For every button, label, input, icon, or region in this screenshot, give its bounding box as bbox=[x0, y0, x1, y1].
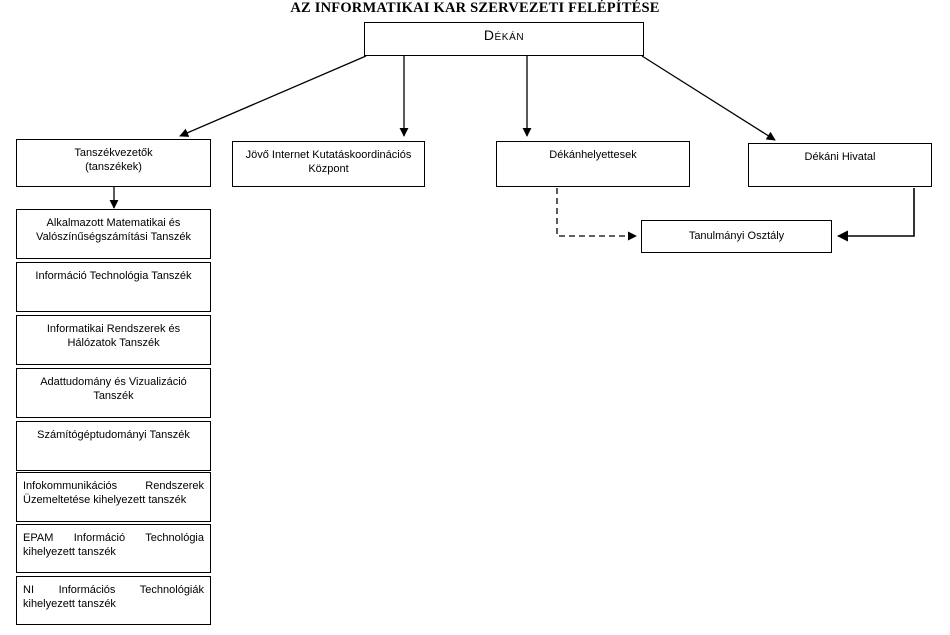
node-department-4-label: Számítógéptudományi Tanszék bbox=[37, 429, 190, 441]
node-department-5-label: Infokommunikációs Rendszerek Üzemeltetés… bbox=[23, 480, 204, 506]
node-department-7[interactable]: NI Információs Technológiák kihelyezett … bbox=[16, 576, 211, 625]
node-department-4[interactable]: Számítógéptudományi Tanszék bbox=[16, 421, 211, 471]
node-department-1-label: Információ Technológia Tanszék bbox=[35, 270, 192, 282]
node-department-0[interactable]: Alkalmazott Matematikai és Valószínűségs… bbox=[16, 209, 211, 259]
edge-dekani-hivatal-to-tanulmanyi-osztaly bbox=[836, 188, 915, 242]
node-department-1[interactable]: Információ Technológia Tanszék bbox=[16, 262, 211, 312]
page-title: AZ INFORMATIKAI KAR SZERVEZETI FELÉPÍTÉS… bbox=[290, 0, 660, 16]
node-dekani-hivatal[interactable]: Dékáni Hivatal bbox=[748, 143, 932, 187]
node-department-0-label: Alkalmazott Matematikai és Valószínűségs… bbox=[36, 217, 191, 243]
edge-dekan-to-tanszekvezetok bbox=[179, 55, 367, 137]
node-tanulmanyi-osztaly[interactable]: Tanulmányi Osztály bbox=[641, 220, 832, 253]
node-department-2-label: Informatikai Rendszerek és Hálózatok Tan… bbox=[46, 323, 181, 349]
edge-dekanhelyettesek-to-tanulmanyi-osztaly bbox=[556, 188, 637, 241]
node-tanszekvezetok-label: Tanszékvezetők (tanszékek) bbox=[74, 147, 153, 173]
node-department-6-label: EPAM Információ Technológia kihelyezett … bbox=[23, 532, 204, 558]
edge-dekan-to-dekani-hivatal bbox=[641, 55, 776, 141]
node-department-5[interactable]: Infokommunikációs Rendszerek Üzemeltetés… bbox=[16, 472, 211, 522]
node-department-2[interactable]: Informatikai Rendszerek és Hálózatok Tan… bbox=[16, 315, 211, 365]
node-tanszekvezetok[interactable]: Tanszékvezetők (tanszékek) bbox=[16, 139, 211, 187]
node-jovo-internet-label: Jövő Internet Kutatáskoordinációs Közpon… bbox=[245, 149, 412, 175]
node-dekan[interactable]: Dékán bbox=[364, 22, 644, 56]
node-jovo-internet[interactable]: Jövő Internet Kutatáskoordinációs Közpon… bbox=[232, 141, 425, 187]
node-dekan-label: Dékán bbox=[483, 27, 525, 43]
node-dekani-hivatal-label: Dékáni Hivatal bbox=[804, 151, 876, 163]
node-department-7-label: NI Információs Technológiák kihelyezett … bbox=[23, 584, 204, 610]
node-department-6[interactable]: EPAM Információ Technológia kihelyezett … bbox=[16, 524, 211, 573]
node-dekanhelyettesek[interactable]: Dékánhelyettesek bbox=[496, 141, 690, 187]
node-department-3-label: Adattudomány és Vizualizáció Tanszék bbox=[40, 376, 187, 402]
node-dekanhelyettesek-label: Dékánhelyettesek bbox=[549, 149, 637, 161]
node-department-3[interactable]: Adattudomány és Vizualizáció Tanszék bbox=[16, 368, 211, 418]
node-tanulmanyi-osztaly-label: Tanulmányi Osztály bbox=[688, 229, 785, 242]
